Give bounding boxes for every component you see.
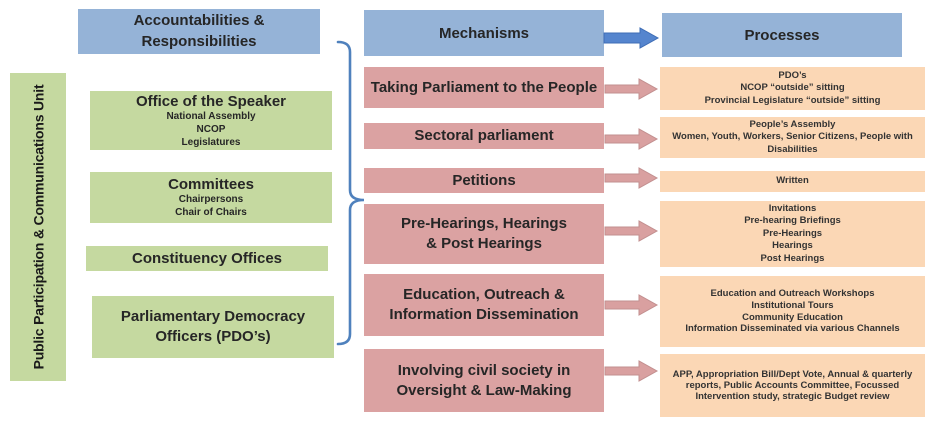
flow-arrow-icon [604, 128, 659, 150]
process-line: People’s Assembly [749, 118, 836, 130]
box-line: Chairpersons [178, 194, 244, 206]
mechanism-box-education-outreach: Education, Outreach & Information Dissem… [364, 274, 604, 336]
process-line: Education and Outreach Workshops [710, 287, 875, 299]
mechanism-label: Involving civil society in Oversight & L… [396, 361, 572, 399]
process-line: PDO’s [778, 69, 807, 81]
pdo-box: Parliamentary Democracy Officers (PDO’s) [92, 296, 334, 358]
mechanism-label: Education, Outreach & Information Dissem… [389, 286, 579, 323]
process-line: APP, Appropriation Bill/Dept Vote, Annua… [672, 368, 913, 403]
mechanism-box-petitions: Petitions [364, 168, 604, 193]
process-line: Written [776, 175, 809, 187]
committees-box: Committees Chairpersons Chair of Chairs [90, 172, 332, 223]
accountabilities-header: Accountabilities & Responsibilities [78, 9, 320, 54]
mechanisms-header-label: Mechanisms [438, 24, 530, 42]
mechanism-box-civil-society: Involving civil society in Oversight & L… [364, 349, 604, 412]
process-box-oversight-reports: APP, Appropriation Bill/Dept Vote, Annua… [660, 354, 925, 417]
flow-arrow-icon [604, 167, 659, 189]
header-flow-arrow-icon [603, 27, 660, 49]
process-box-pdo-sittings: PDO’s NCOP “outside” sitting Provincial … [660, 67, 925, 110]
process-line: Institutional Tours [751, 299, 834, 311]
box-title: Office of the Speaker [135, 92, 287, 110]
process-line: Women, Youth, Workers, Senior Citizens, … [672, 131, 913, 155]
box-line: National Assembly [166, 111, 256, 123]
mechanism-box-hearings: Pre-Hearings, Hearings & Post Hearings [364, 204, 604, 264]
box-title: Parliamentary Democracy Officers (PDO’s) [120, 307, 306, 345]
process-line: Provincial Legislature “outside” sitting [704, 94, 881, 106]
mechanisms-header: Mechanisms [364, 10, 604, 56]
mechanism-box-sectoral-parliament: Sectoral parliament [364, 123, 604, 149]
accountabilities-header-label: Accountabilities & Responsibilities [133, 12, 265, 50]
process-box-education-channels: Education and Outreach Workshops Institu… [660, 276, 925, 347]
process-box-hearings-steps: Invitations Pre-hearing Briefings Pre-He… [660, 201, 925, 267]
process-line: Hearings [772, 240, 813, 252]
flow-arrow-icon [604, 294, 659, 316]
mechanism-label: Pre-Hearings, Hearings & Post Hearings [401, 215, 567, 252]
process-line: Information Disseminated via various Cha… [685, 323, 900, 335]
process-line: NCOP “outside” sitting [740, 82, 845, 94]
box-title: Constituency Offices [131, 249, 283, 267]
mechanism-label: Petitions [452, 171, 516, 189]
box-line: Legislatures [181, 136, 241, 148]
process-box-written: Written [660, 171, 925, 192]
processes-header: Processes [662, 13, 902, 57]
process-line: Community Education [742, 311, 843, 323]
constituency-offices-box: Constituency Offices [86, 246, 328, 271]
unit-bar-label: Public Participation & Communications Un… [30, 84, 47, 370]
processes-header-label: Processes [744, 26, 820, 44]
box-title: Committees [168, 175, 254, 193]
flow-arrow-icon [604, 360, 659, 382]
process-line: Pre-hearing Briefings [744, 215, 841, 227]
office-of-speaker-box: Office of the Speaker National Assembly … [90, 91, 332, 150]
box-line: NCOP [196, 123, 226, 135]
process-line: Invitations [768, 203, 817, 215]
mechanism-label: Sectoral parliament [414, 127, 554, 145]
mechanism-label: Taking Parliament to the People [370, 78, 598, 96]
flow-arrow-icon [604, 78, 659, 100]
grouping-brace-icon [336, 40, 365, 346]
unit-bar: Public Participation & Communications Un… [10, 73, 66, 381]
mechanism-box-taking-parliament: Taking Parliament to the People [364, 67, 604, 108]
box-line: Chair of Chairs [175, 207, 247, 219]
flow-arrow-icon [604, 220, 659, 242]
process-line: Pre-Hearings [762, 227, 823, 239]
process-box-peoples-assembly: People’s Assembly Women, Youth, Workers,… [660, 117, 925, 158]
process-line: Post Hearings [760, 252, 825, 264]
